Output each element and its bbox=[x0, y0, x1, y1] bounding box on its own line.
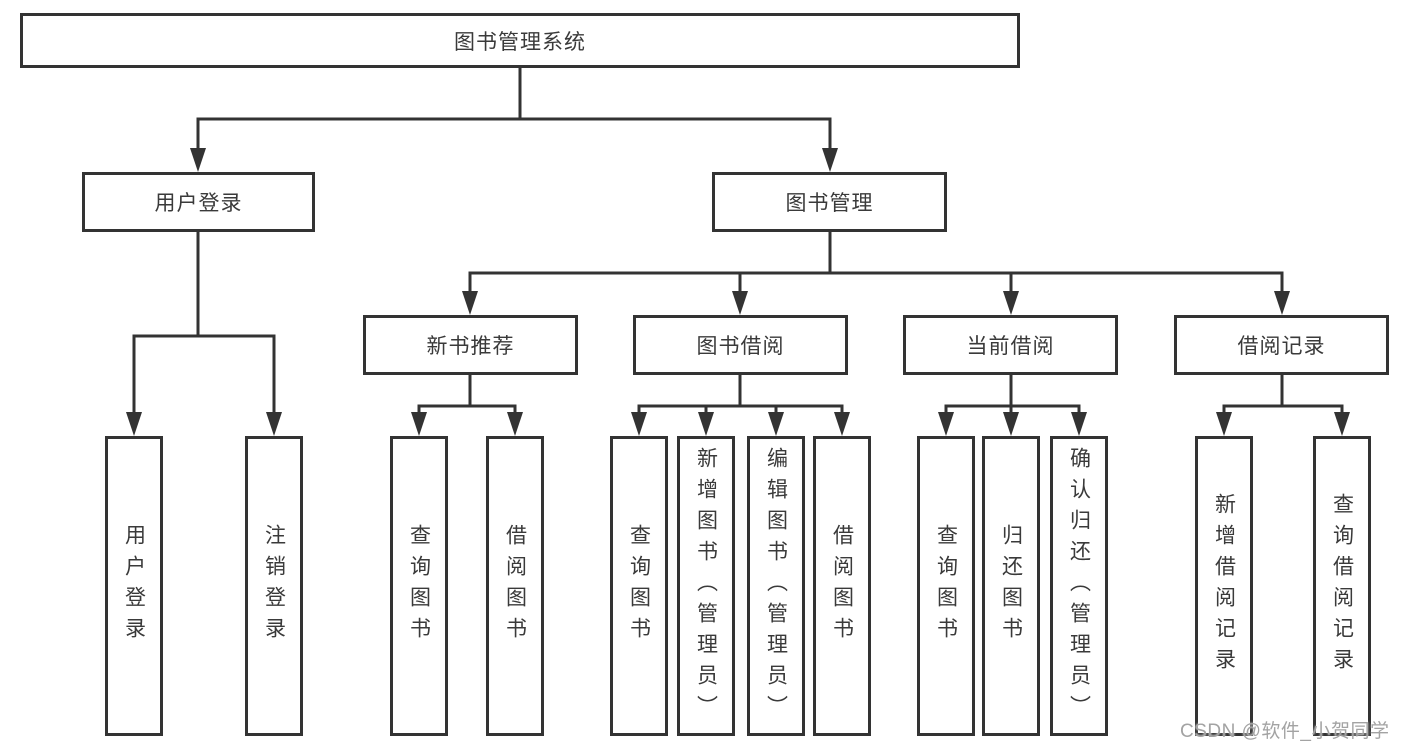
leaf-user-login-label: 用户登录 bbox=[122, 524, 146, 648]
node-user-login: 用户登录 bbox=[82, 172, 315, 232]
leaf-add-books-admin-label: 新增图书（管理员） bbox=[694, 446, 718, 726]
leaf-logout-label: 注销登录 bbox=[262, 524, 286, 648]
node-book-management: 图书管理 bbox=[712, 172, 947, 232]
node-book-borrowing: 图书借阅 bbox=[633, 315, 848, 375]
leaf-user-login: 用户登录 bbox=[105, 436, 163, 736]
leaf-borrow-books-recommend-label: 借阅图书 bbox=[503, 524, 527, 648]
leaf-return-books-label: 归还图书 bbox=[999, 524, 1023, 648]
leaf-query-books-borrowing-label: 查询图书 bbox=[627, 524, 651, 648]
leaf-query-books-current: 查询图书 bbox=[917, 436, 975, 736]
leaf-borrow-books-recommend: 借阅图书 bbox=[486, 436, 544, 736]
leaf-borrow-books-label: 借阅图书 bbox=[830, 524, 854, 648]
node-new-book-recommendation: 新书推荐 bbox=[363, 315, 578, 375]
leaf-edit-books-admin: 编辑图书（管理员） bbox=[747, 436, 805, 736]
leaf-query-borrow-record-label: 查询借阅记录 bbox=[1330, 493, 1354, 679]
leaf-query-books-current-label: 查询图书 bbox=[934, 524, 958, 648]
leaf-query-borrow-record: 查询借阅记录 bbox=[1313, 436, 1371, 736]
leaf-borrow-books: 借阅图书 bbox=[813, 436, 871, 736]
leaf-add-books-admin: 新增图书（管理员） bbox=[677, 436, 735, 736]
leaf-confirm-return-admin-label: 确认归还（管理员） bbox=[1067, 446, 1091, 726]
leaf-return-books: 归还图书 bbox=[982, 436, 1040, 736]
leaf-logout: 注销登录 bbox=[245, 436, 303, 736]
watermark-text: CSDN @软件_小贺同学 bbox=[1180, 721, 1390, 742]
leaf-add-borrow-record: 新增借阅记录 bbox=[1195, 436, 1253, 736]
node-current-borrowing: 当前借阅 bbox=[903, 315, 1118, 375]
leaf-add-borrow-record-label: 新增借阅记录 bbox=[1212, 493, 1236, 679]
leaf-query-books-recommend: 查询图书 bbox=[390, 436, 448, 736]
node-library-management-system: 图书管理系统 bbox=[20, 13, 1020, 68]
leaf-query-books-recommend-label: 查询图书 bbox=[407, 524, 431, 648]
leaf-edit-books-admin-label: 编辑图书（管理员） bbox=[764, 446, 788, 726]
node-borrowing-records: 借阅记录 bbox=[1174, 315, 1389, 375]
leaf-query-books-borrowing: 查询图书 bbox=[610, 436, 668, 736]
leaf-confirm-return-admin: 确认归还（管理员） bbox=[1050, 436, 1108, 736]
